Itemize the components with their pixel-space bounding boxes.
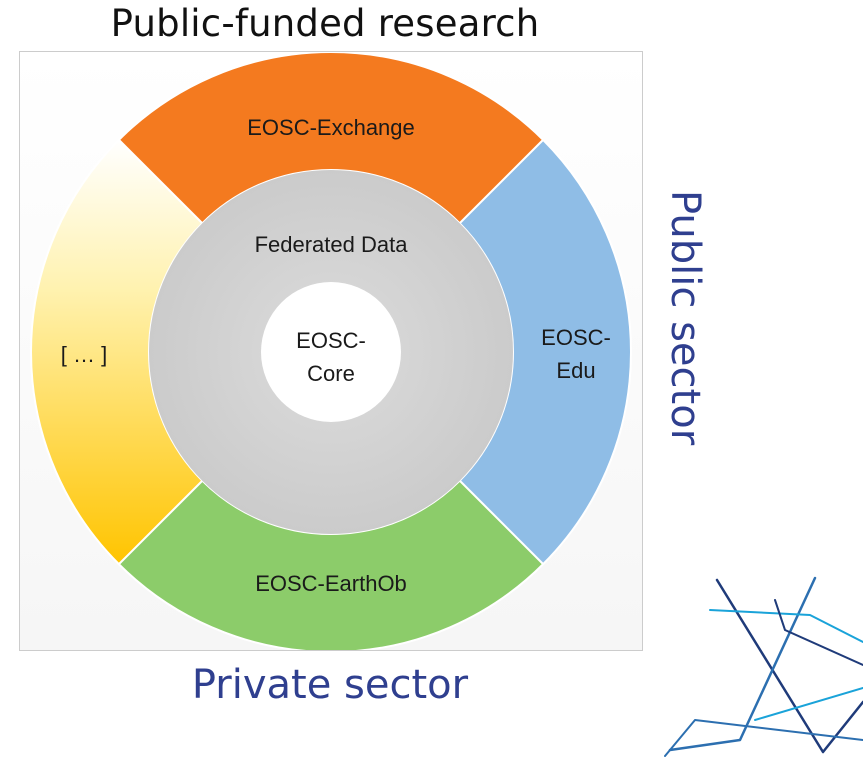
logo-line-5 [664,719,863,757]
eosc-ring-diagram: EOSC-Exchange EOSC- Edu EOSC-EarthOb [ …… [30,52,632,650]
label-other: [ … ] [61,342,107,367]
eosc-core-disc [261,282,401,422]
label-eosc-edu-line1: EOSC- [541,325,611,350]
label-eosc-earthob: EOSC-EarthOb [255,571,407,596]
logo-line-3 [709,609,863,643]
logo-line-6 [774,599,863,666]
logo-line-1 [715,578,863,754]
label-core-line1: EOSC- [296,328,366,353]
label-eosc-exchange: EOSC-Exchange [247,115,415,140]
logo-line-4 [754,687,863,721]
diagram-frame: EOSC-Exchange EOSC- Edu EOSC-EarthOb [ …… [19,51,643,651]
diagram-title: Public-funded research [110,2,540,45]
label-eosc-edu-line2: Edu [556,358,595,383]
corner-logo-lines [664,576,863,757]
label-core-line2: Core [307,361,355,386]
private-sector-label: Private sector [191,662,469,708]
label-federated-data: Federated Data [255,232,409,257]
public-sector-label: Public sector [662,190,708,446]
